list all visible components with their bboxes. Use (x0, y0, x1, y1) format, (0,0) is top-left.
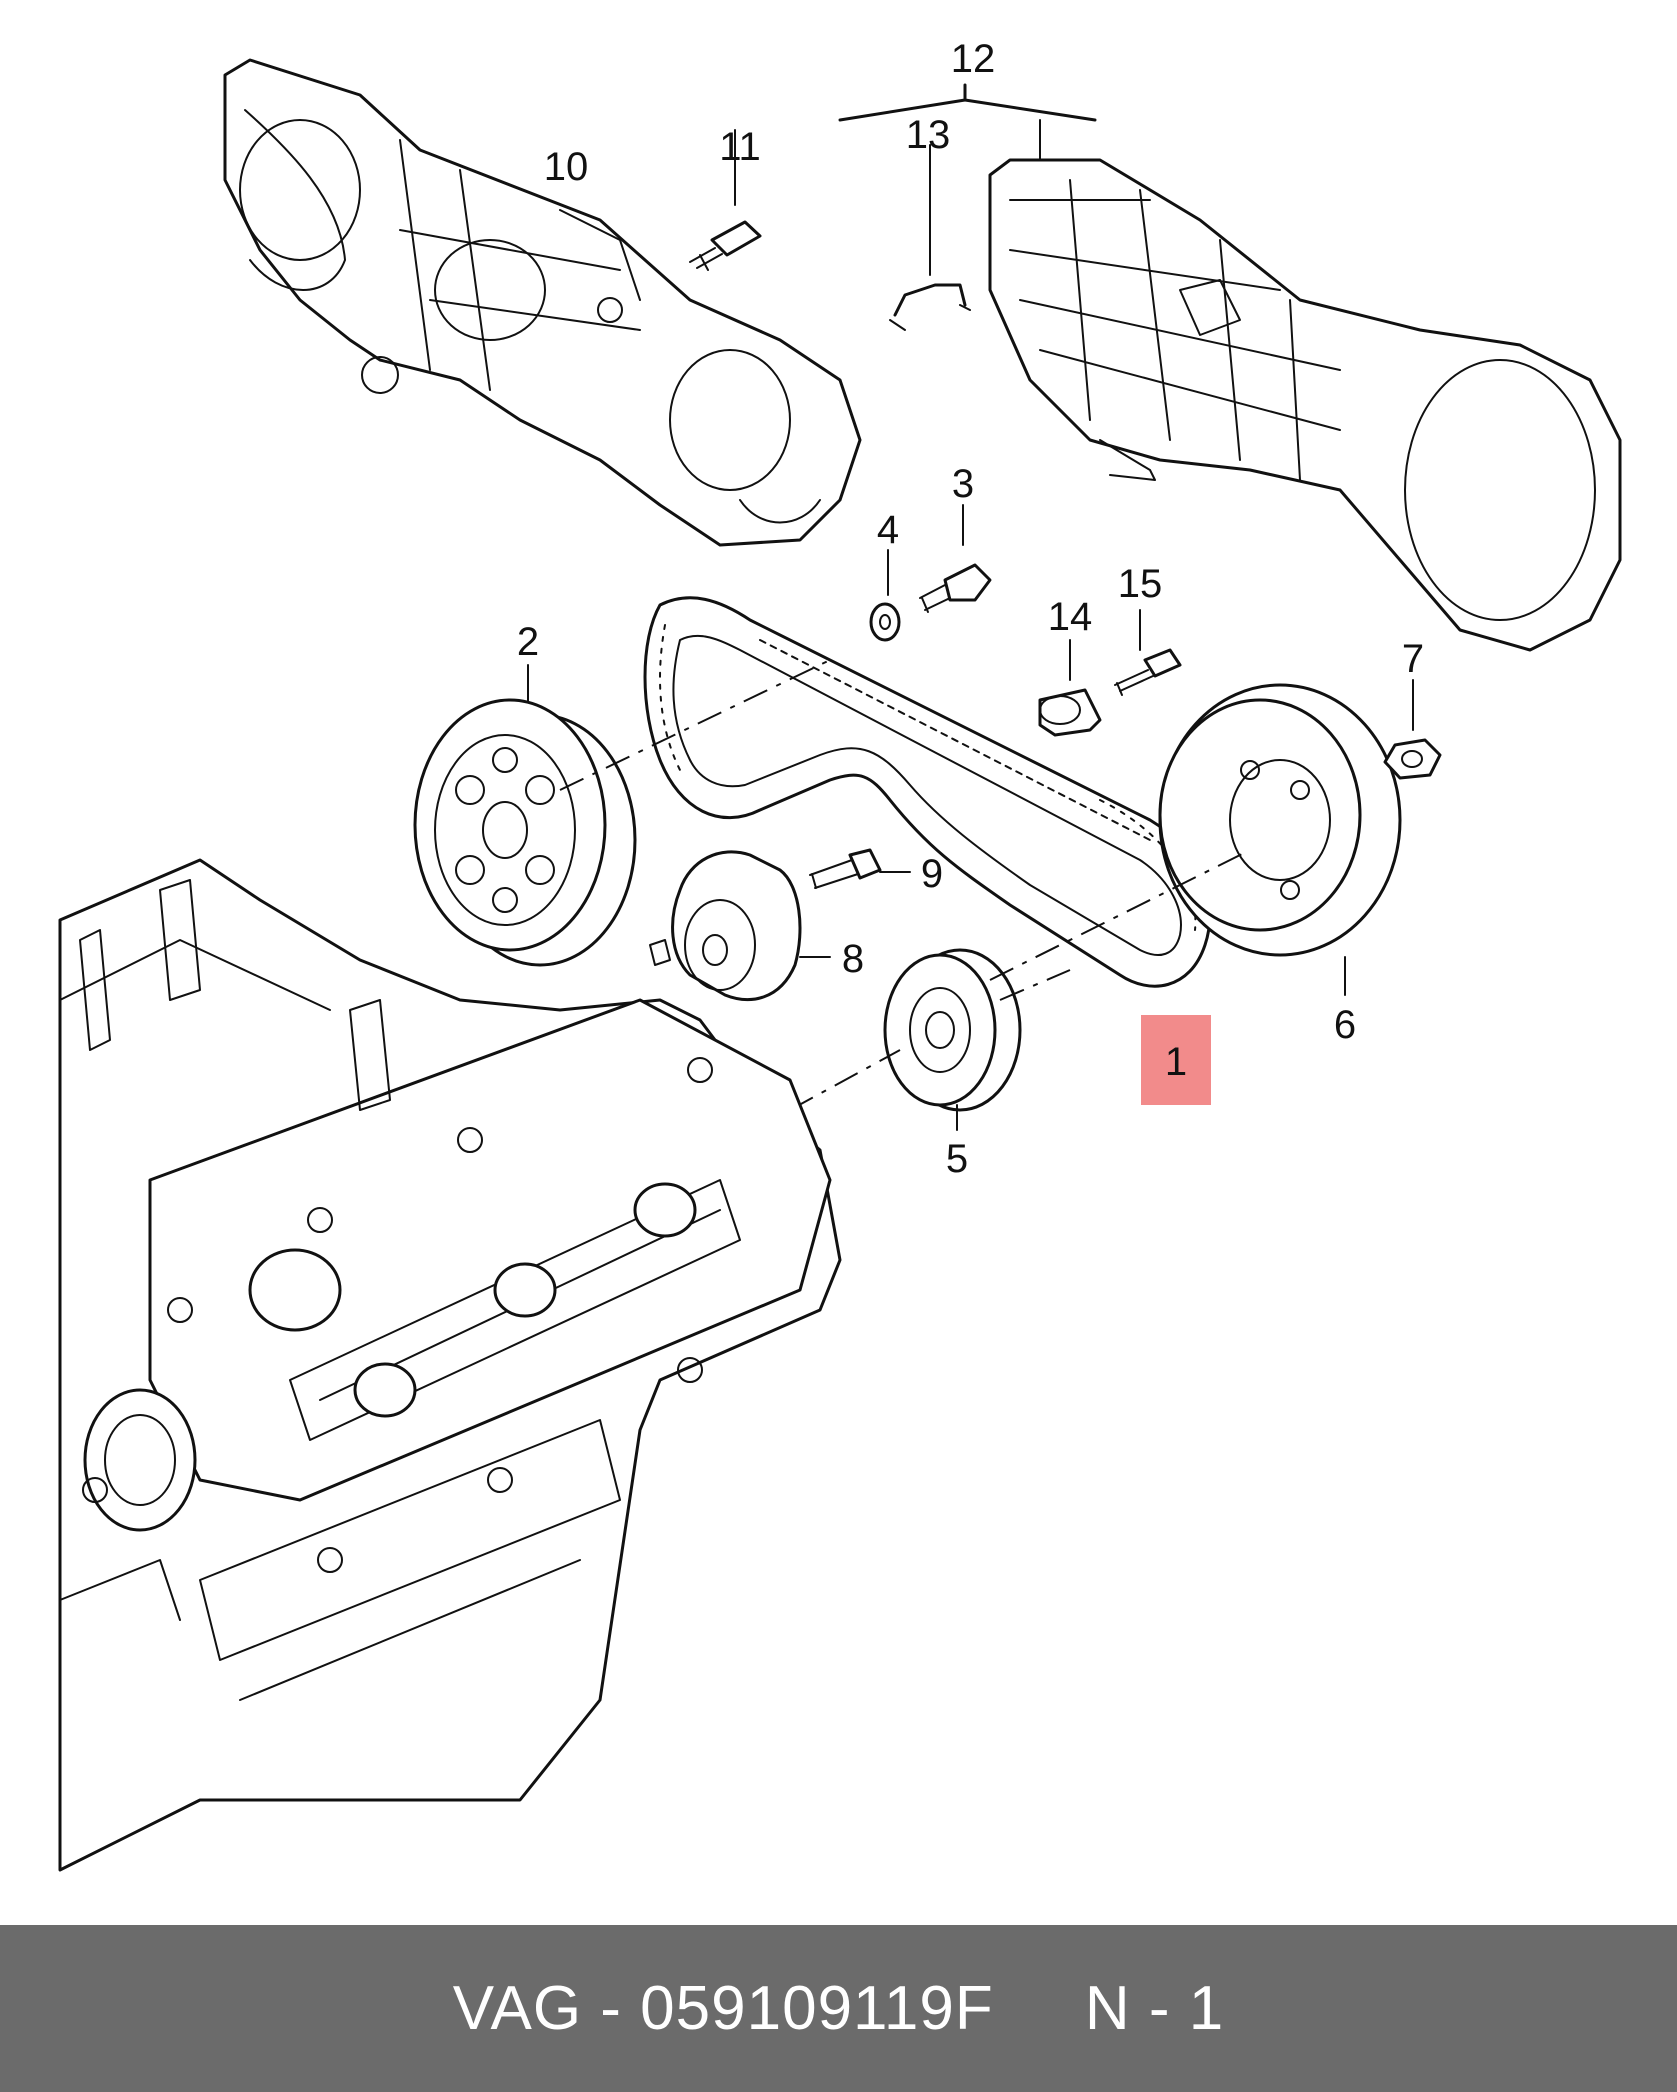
part-number-text: VAG - 059109119F N - 1 (452, 1974, 1225, 2043)
callout-14: 14 (1048, 595, 1093, 639)
callout-4: 4 (877, 508, 899, 552)
callout-15: 15 (1118, 562, 1163, 606)
part-4-washer (869, 549, 901, 642)
callout-5: 5 (946, 1137, 968, 1181)
centre-lines (559, 659, 1251, 1111)
callout-labels: 1 2 3 4 5 6 7 8 9 10 11 12 13 14 15 (517, 37, 1424, 1181)
callout-12: 12 (951, 37, 996, 81)
part-6-pulley (1158, 683, 1402, 996)
part-3-bolt (919, 504, 992, 613)
part-7-nut (1383, 679, 1442, 780)
engine-block (58, 858, 842, 1872)
callout-6: 6 (1334, 1003, 1356, 1047)
callout-8: 8 (842, 937, 864, 981)
callout-13: 13 (906, 113, 951, 157)
callout-9: 9 (921, 852, 943, 896)
callout-1: 1 (1165, 1040, 1187, 1084)
part-5-crankshaft-sprocket (883, 948, 1022, 1131)
part-15-bolt (1114, 609, 1182, 696)
exploded-parts-diagram: 1 2 3 4 5 6 7 8 9 10 11 12 13 14 15 (58, 37, 1622, 1872)
part-2-camshaft-sprocket (413, 664, 637, 967)
part-14-roller (1038, 639, 1102, 737)
callout-7: 7 (1402, 637, 1424, 681)
part-number-banner: VAG - 059109119F N - 1 (0, 1925, 1677, 2092)
part-8-tensioner (649, 850, 831, 1002)
part-11-bolt (689, 129, 762, 271)
part-10-rear-timing-cover (223, 58, 862, 547)
callout-11: 11 (719, 125, 761, 169)
part-13-clip (889, 144, 971, 331)
callout-3: 3 (952, 462, 974, 506)
callout-1-highlight (1141, 1015, 1211, 1105)
part-12-front-timing-cover (838, 83, 1622, 652)
part-9-bolt (809, 848, 911, 889)
callout-2: 2 (517, 620, 539, 664)
callout-10: 10 (544, 145, 589, 189)
